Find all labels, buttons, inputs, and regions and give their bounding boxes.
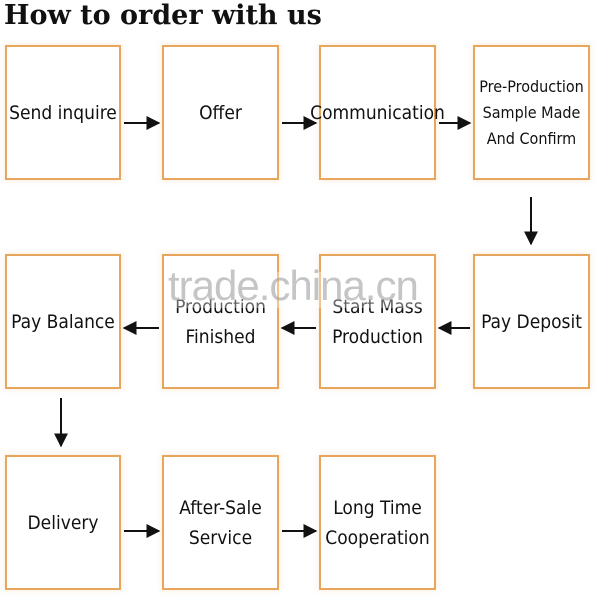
step-pre-production-sample: Pre-Production Sample Made And Confirm	[473, 45, 590, 180]
step-label: Offer	[199, 101, 242, 124]
step-send-inquire: Send inquire	[5, 45, 121, 180]
step-label: Pay Balance	[11, 310, 115, 333]
step-pay-balance: Pay Balance	[5, 254, 121, 389]
step-label: Long Time Cooperation	[325, 496, 430, 549]
watermark: trade.china.cn	[168, 262, 419, 309]
step-label: Communication	[310, 101, 445, 124]
step-start-mass-production: Start Mass Production	[319, 254, 436, 389]
watermark-band	[165, 272, 430, 308]
step-long-time-cooperation: Long Time Cooperation	[319, 455, 436, 590]
step-label: After-Sale Service	[179, 496, 262, 549]
step-after-sale-service: After-Sale Service	[162, 455, 279, 590]
step-production-finished: Production Finished	[162, 254, 279, 389]
page-title: How to order with us	[4, 0, 322, 31]
step-delivery: Delivery	[5, 455, 121, 590]
step-communication: Communication	[310, 45, 445, 180]
step-label: Send inquire	[9, 101, 117, 124]
step-pay-deposit: Pay Deposit	[473, 254, 590, 389]
step-label: Start Mass Production	[332, 295, 423, 348]
step-label: Pre-Production Sample Made And Confirm	[479, 76, 584, 148]
step-label: Delivery	[27, 511, 99, 534]
step-offer: Offer	[162, 45, 279, 180]
step-label: Pay Deposit	[481, 310, 582, 333]
step-label: Production Finished	[175, 295, 266, 348]
